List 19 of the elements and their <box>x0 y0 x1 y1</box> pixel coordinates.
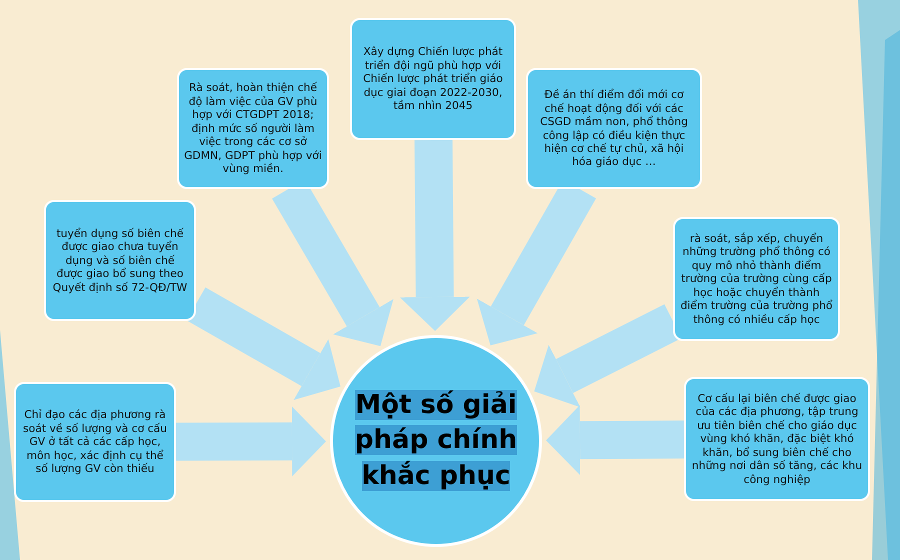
center-title: Một số giải pháp chính khắc phục <box>354 389 518 493</box>
solution-box <box>526 68 702 189</box>
block-arrow <box>176 406 326 476</box>
solution-box <box>350 18 516 140</box>
box-text: rà soát, sắp xếp, chuyển những trường phổ thông có quy mô nhỏ thành điểm trường của trường cùng cấp học hoặc chuyển thành điểm trường của trường phổ thông có nhiều cấp học <box>680 232 833 326</box>
box-text: Chỉ đạo các địa phương rà soát về số lượng và cơ cấu GV ở tất cả các cấp học, môn học, xác định cụ thể số lượng GV còn thiếu <box>22 408 168 476</box>
solution-box <box>177 68 329 189</box>
box-text: Xây dựng Chiến lược phát triển đội ngũ phù hợp với Chiến lược phát triển giáo dục giai đoạn 2022-2030, tầm nhìn 2045 <box>362 45 504 113</box>
box-text: Đề án thí điểm đổi mới cơ chế hoạt động đối với các CSGD mầm non, phổ thông công lập có điều kiện thực hiện cơ chế tự chủ, xã hội hóa giáo dục … <box>539 88 689 169</box>
solution-box <box>684 377 870 501</box>
solution-box <box>14 382 176 502</box>
solution-box <box>673 217 840 341</box>
box-text: Cơ cấu lại biên chế được giao của các địa phương, tập trung ưu tiên biên chế cho giáo dục vùng khó khăn, đặc biệt khó khăn, bổ sung biên chế cho những nơi dân số tăng, các khu công nghiệp <box>691 392 863 486</box>
block-arrow <box>186 287 340 400</box>
block-arrow <box>546 405 684 476</box>
box-text: tuyển dụng số biên chế được giao chưa tuyển dụng và số biên chế được giao bổ sung theo Quyết định số 72-QĐ/TW <box>52 226 188 294</box>
block-arrow <box>400 140 470 331</box>
box-text: Rà soát, hoàn thiện chế độ làm việc của GV phù hợp với CTGDPT 2018; định mức số người làm việc trong các cơ sở GDMN, GDPT phù hợp với vùng miền. <box>184 81 322 176</box>
solution-box <box>44 200 196 321</box>
